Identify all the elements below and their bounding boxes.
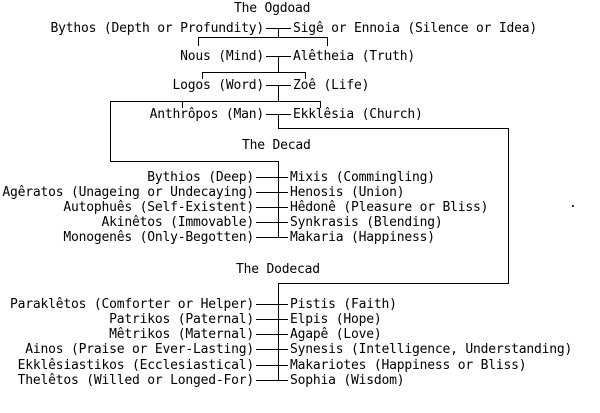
pair-connector-decad-1: [256, 177, 288, 178]
pair-connector-dodecad-4: [256, 349, 288, 350]
decad-branch-vertical-line: [110, 101, 111, 162]
descent-ogdoad-pair-1-line: [278, 28, 279, 37]
aeon-ogdoad-1-left: Bythos (Depth or Profundity): [50, 21, 264, 36]
aeon-dodecad-5-right: Makariotes (Happiness or Bliss): [290, 358, 527, 373]
pair-connector-dodecad-5: [256, 365, 288, 366]
pair-connector-decad-5: [256, 237, 288, 238]
aeon-decad-2-right: Henosis (Union): [290, 185, 405, 200]
aeon-ogdoad-1-right: Sigê or Ennoia (Silence or Idea): [293, 21, 538, 36]
bracket-1-right-tick-line: [327, 37, 328, 46]
descent-ogdoad-pair-3-line: [278, 85, 279, 101]
aeon-decad-1-right: Mixis (Commingling): [290, 170, 435, 185]
bracket-1-left-tick-line: [198, 37, 199, 46]
dodecad-branch-top-horizontal-line: [278, 128, 509, 129]
aeon-decad-1-left: Bythios (Deep): [147, 170, 254, 185]
aeon-ogdoad-3-right: Zoê (Life): [293, 78, 370, 93]
aeon-dodecad-2-right: Elpis (Hope): [290, 312, 382, 327]
decad-spine-line: [278, 161, 279, 238]
pair-connector-dodecad-6: [256, 380, 288, 381]
bracket-3-right-tick-line: [320, 101, 321, 108]
aeon-dodecad-6-right: Sophia (Wisdom): [290, 373, 405, 388]
dodecad-spine-line: [278, 283, 279, 381]
aeon-decad-3-left: Autophuês (Self-Existent): [63, 200, 254, 215]
aeon-dodecad-3-right: Agapê (Love): [290, 327, 382, 342]
aeon-dodecad-4-right: Synesis (Intelligence, Understanding): [290, 342, 573, 357]
aeon-decad-2-left: Agêratos (Unageing or Undecaying): [2, 185, 254, 200]
bracket-3-left-tick-line: [182, 101, 183, 108]
descent-ogdoad-pair-4-line: [278, 114, 279, 129]
aeon-dodecad-5-left: Ekklêsiastikos (Ecclesiastical): [17, 358, 255, 373]
aeon-ogdoad-4-right: Ekklêsia (Church): [293, 107, 423, 122]
aeon-dodecad-1-right: Pistis (Faith): [290, 297, 397, 312]
aeon-decad-4-left: Akinêtos (Immovable): [101, 215, 254, 230]
aeon-ogdoad-4-left: Anthrôpos (Man): [149, 107, 265, 122]
aeon-decad-5-right: Makaria (Happiness): [290, 230, 435, 245]
aeon-dodecad-3-left: Mêtrikos (Maternal): [109, 327, 254, 342]
pair-connector-dodecad-3: [256, 334, 288, 335]
aeon-decad-3-right: Hêdonê (Pleasure or Bliss): [290, 200, 489, 215]
pair-connector-decad-4: [256, 222, 288, 223]
bracket-2-right-tick-line: [305, 72, 306, 79]
aeon-decad-4-right: Synkrasis (Blending): [290, 215, 443, 230]
dodecad-branch-vertical-line: [508, 128, 509, 284]
aeon-dodecad-2-left: Patrikos (Paternal): [109, 312, 254, 327]
section-title-decad: The Decad: [242, 138, 311, 153]
pair-connector-decad-2: [256, 192, 288, 193]
aeon-decad-5-left: Monogenês (Only-Begotten): [63, 230, 254, 245]
aeon-ogdoad-3-left: Logos (Word): [172, 78, 264, 93]
section-title-dodecad: The Dodecad: [236, 262, 320, 277]
stray-dot: .: [569, 196, 577, 211]
aeon-dodecad-6-left: Thelêtos (Willed or Longed-For): [17, 373, 255, 388]
pair-connector-dodecad-2: [256, 319, 288, 320]
bracket-ogdoad-3-line: [110, 101, 321, 102]
pair-connector-dodecad-1: [256, 304, 288, 305]
aeon-ogdoad-2-right: Alêtheia (Truth): [293, 49, 416, 64]
decad-branch-horizontal-line: [110, 161, 279, 162]
section-title-ogdoad: The Ogdoad: [234, 1, 311, 16]
bracket-2-left-tick-line: [202, 72, 203, 79]
descent-ogdoad-pair-2-line: [278, 56, 279, 72]
dodecad-branch-bottom-horizontal-line: [278, 283, 509, 284]
aeon-dodecad-1-left: Paraklêtos (Comforter or Helper): [9, 297, 254, 312]
pair-connector-decad-3: [256, 207, 288, 208]
aeon-ogdoad-2-left: Nous (Mind): [180, 49, 264, 64]
bracket-ogdoad-1-line: [198, 37, 328, 38]
bracket-ogdoad-2-line: [202, 72, 306, 73]
aeon-dodecad-4-left: Ainos (Praise or Ever-Lasting): [25, 342, 254, 357]
